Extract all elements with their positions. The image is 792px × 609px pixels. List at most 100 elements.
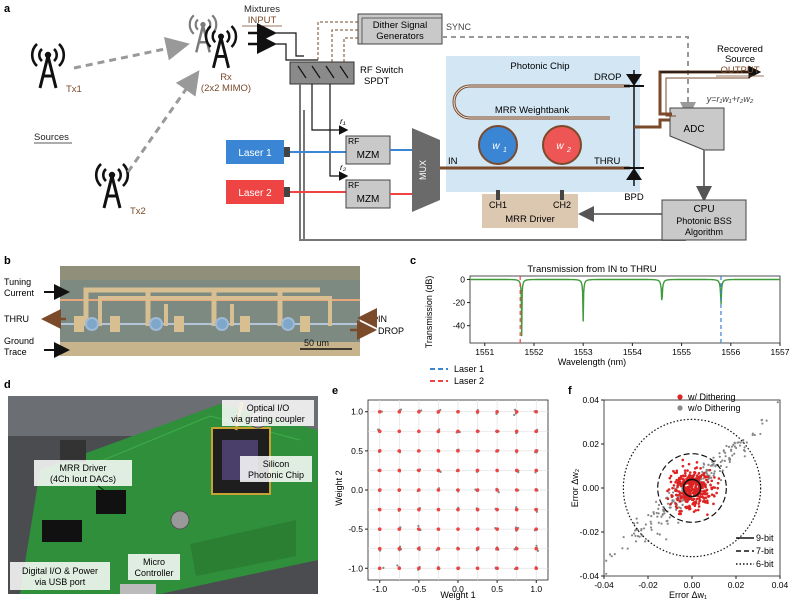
target-point — [514, 507, 519, 512]
nodither-point — [649, 526, 653, 529]
nodither-point — [643, 540, 647, 543]
pad-1 — [74, 316, 84, 332]
dither-point — [674, 489, 677, 492]
chart-e-xtick-label: 1.0 — [530, 584, 542, 594]
chart-e-xtick-label: 0.5 — [491, 584, 503, 594]
mzm1-label: MZM — [357, 150, 380, 161]
laser1-box — [226, 140, 284, 164]
rx-tower-front-icon — [204, 24, 238, 70]
target-point — [436, 546, 441, 551]
chart-c-ytick-label: -20 — [453, 298, 466, 308]
panel-label-a: a — [4, 3, 11, 15]
dither-line-1 — [317, 21, 358, 62]
dither-point — [692, 474, 696, 477]
target-point — [436, 527, 441, 531]
dither-point — [682, 479, 685, 483]
dither-label-1: Dither Signal — [373, 20, 427, 31]
mixtures-label: Mixtures — [244, 4, 280, 15]
target-point — [514, 488, 519, 492]
drop-waveguide-core — [453, 85, 630, 119]
dither-point — [703, 475, 707, 479]
dither-point — [686, 469, 689, 472]
dither-point — [695, 461, 699, 464]
dither-point — [697, 505, 701, 508]
nodither-point — [712, 456, 715, 459]
equation-label: y=r₁w₁+r₂w₂ — [706, 94, 754, 104]
tx2-to-rx-arrow — [126, 70, 200, 173]
nodither-point — [728, 460, 731, 464]
nodither-point — [707, 478, 710, 481]
chart-c-ytick-label: 0 — [460, 274, 465, 284]
dither-point — [694, 485, 697, 488]
nodither-point — [652, 511, 655, 514]
nodither-point — [706, 468, 709, 472]
dither-point — [675, 506, 679, 510]
chart-f-legend: w/ Dithering w/o Dithering — [677, 392, 741, 413]
chart-f-xtick-label: 0.00 — [684, 580, 701, 590]
callout-optical-io: Optical I/O via grating coupler — [222, 400, 314, 426]
ring-w1-sub: 1 — [503, 147, 507, 154]
nodither-point — [753, 433, 756, 437]
nodither-point — [724, 451, 727, 454]
nodither-point — [727, 445, 731, 448]
nodither-point — [663, 512, 666, 515]
target-point — [495, 546, 499, 551]
nodither-point — [668, 491, 671, 495]
dither-point — [695, 474, 699, 477]
dither-point — [713, 476, 716, 479]
dither-generator-box — [357, 13, 443, 45]
dither-point — [681, 464, 685, 468]
panel-label-d: d — [4, 379, 11, 391]
measured-point — [439, 470, 442, 473]
micro-label-2: Controller — [134, 568, 173, 578]
dither-point — [678, 480, 682, 483]
dither-point — [701, 486, 704, 490]
nodither-point — [658, 533, 661, 536]
cpu-box — [661, 199, 747, 241]
measured-point — [399, 408, 403, 411]
dither-point — [706, 499, 709, 503]
nodither-point — [677, 506, 681, 509]
target-point — [456, 546, 460, 551]
laser2-label: Laser 2 — [238, 188, 272, 199]
chart-f-xtick-label: -0.04 — [594, 580, 614, 590]
target-point — [456, 527, 460, 531]
dither-point — [669, 502, 672, 506]
nodither-point — [668, 516, 671, 519]
nodither-point — [657, 503, 661, 507]
target-point — [495, 468, 499, 473]
dither-point — [699, 492, 703, 496]
dither-point — [704, 485, 707, 489]
nodither-point — [725, 444, 728, 448]
nodither-point — [671, 491, 675, 494]
chart-c-xtick-label: 1557 — [771, 347, 790, 357]
dither-point — [716, 486, 719, 490]
tx2-tower-icon — [94, 162, 130, 210]
panel-label-c: c — [410, 255, 416, 267]
dither-point — [680, 509, 683, 513]
ground-label-2: Trace — [4, 347, 27, 357]
legend-9bit-label: 9-bit — [756, 533, 774, 543]
pad-5 — [300, 316, 310, 332]
mrr-driver-label: MRR Driver — [505, 214, 555, 225]
target-point — [534, 449, 539, 453]
micrograph-top-band — [60, 266, 360, 280]
chart-f-ytick-label: 0.00 — [582, 483, 599, 493]
chart-c-xtick-label: 1553 — [574, 347, 593, 357]
legend-laser1-label: Laser 1 — [454, 364, 484, 374]
micrograph-pads — [74, 316, 310, 332]
chart-f-xtick-label: 0.02 — [728, 580, 745, 590]
chart-e-xtick-label: -0.5 — [412, 584, 427, 594]
dither-point — [688, 507, 691, 511]
dither-point — [675, 471, 679, 474]
silicon-label-2: Photonic Chip — [248, 470, 304, 480]
dither-point — [675, 469, 679, 473]
dither-point — [671, 486, 674, 490]
dither-point — [716, 481, 720, 485]
dither-point — [706, 501, 709, 505]
nodither-point — [751, 432, 754, 435]
dither-point — [668, 476, 672, 480]
chip-micrograph — [60, 266, 360, 356]
bpd-to-adc — [634, 118, 672, 129]
